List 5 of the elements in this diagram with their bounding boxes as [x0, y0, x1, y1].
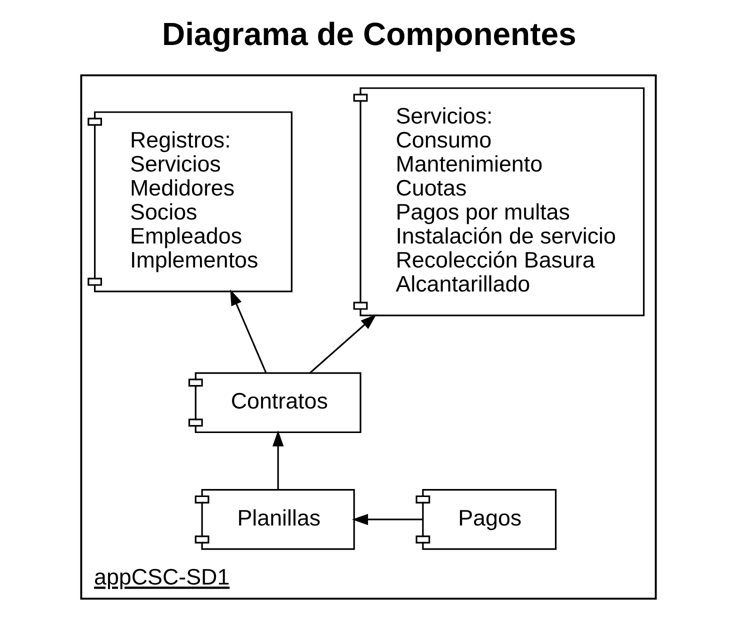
arrow: [352, 514, 422, 526]
arrow: [230, 289, 266, 374]
diagram-title: Diagrama de Componentes: [162, 16, 576, 52]
arrow: [309, 314, 376, 374]
arrow: [272, 430, 284, 490]
